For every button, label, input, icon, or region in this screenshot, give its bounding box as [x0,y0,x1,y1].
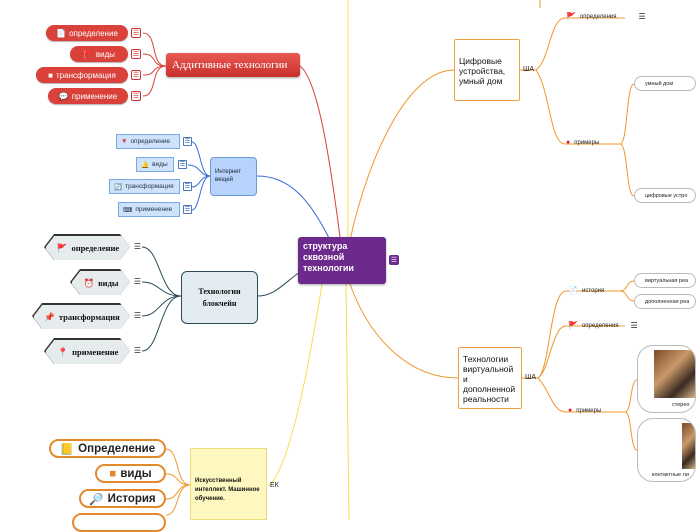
menu-icon[interactable]: ☰ [133,311,142,320]
vr-examples[interactable]: ● примеры [568,407,602,414]
iot-item-application[interactable]: ⌨ применение [118,202,180,217]
connection-lines [141,0,638,520]
vr-history[interactable]: 📄 история [568,286,605,295]
vr-definition[interactable]: 🚩 определения ☰ [568,321,638,330]
vr-history-virtual[interactable]: виртуальная реа [634,273,696,288]
bell-icon: 🔔 [141,161,150,169]
vr-example-card-2[interactable]: контактные ли [637,418,696,482]
blockchain-item-transformation[interactable]: 📌 трансформация [32,303,130,329]
iot-topic[interactable]: Интернет вещей [210,157,257,196]
menu-icon[interactable]: ☰ [131,91,141,101]
ai-item-history[interactable]: 🔎 История [79,489,166,508]
example-photo [682,423,695,469]
ai-tag: ЕК [270,482,279,489]
ai-item-definition[interactable]: 📒 Определение [49,439,166,458]
menu-icon[interactable]: ☰ [131,49,141,59]
additive-topic[interactable]: Аддитивные технологии [166,53,300,77]
menu-icon[interactable]: ☰ [389,255,399,265]
flag-icon: 🚩 [568,321,578,330]
menu-icon[interactable]: ☰ [133,346,142,355]
keyboard-icon: ⌨ [123,206,133,214]
menu-icon[interactable]: ☰ [183,205,192,214]
menu-icon[interactable]: ☰ [183,137,192,146]
iot-item-definition[interactable]: ▼ определение [116,134,180,149]
menu-icon[interactable]: ☰ [638,12,646,21]
digital-topic[interactable]: Цифровые устройства, умный дом [454,39,520,101]
flag-icon: 🚩 [566,12,576,21]
blockchain-item-application[interactable]: 📍 применение [44,338,130,364]
ai-item-types[interactable]: ■ виды [95,464,166,483]
blockchain-item-definition[interactable]: 🚩 определение [44,234,130,260]
speech-bubble-icon: 💬 [58,91,69,101]
document-icon: 📄 [56,28,67,38]
pin-icon: 📌 [44,311,55,322]
additive-item-definition[interactable]: 📄 определение [46,25,128,41]
additive-item-types[interactable]: 🚩 виды [70,46,128,62]
ai-topic[interactable]: Искусственный интеллект. Машинное обучен… [190,448,267,520]
blockchain-topic[interactable]: Технологии блокчейн [181,271,258,324]
vr-topic[interactable]: Технологии виртуальной и дополненной реа… [458,347,522,409]
menu-icon[interactable]: ☰ [133,277,142,286]
vr-history-augmented[interactable]: дополненная реа [634,294,696,309]
digital-examples[interactable]: ● примеры [566,139,600,146]
menu-icon[interactable]: ☰ [131,28,141,38]
blockchain-item-types[interactable]: ⏰ виды [70,269,130,295]
iot-item-transformation[interactable]: 🔄 трансформация [109,179,180,194]
menu-icon[interactable]: ☰ [183,182,192,191]
pin-icon: 📍 [57,346,69,357]
menu-icon[interactable]: ☰ [630,321,638,330]
digital-definition[interactable]: 🚩 определения ☰ [566,12,646,21]
clock-icon: ⏰ [83,277,95,288]
square-icon: ■ [109,467,117,480]
pin-icon: ● [566,139,571,146]
vr-tag: ША [525,374,537,381]
pin-icon: ● [568,407,573,414]
iot-item-types[interactable]: 🔔 виды [136,157,174,172]
vr-example-card-1[interactable]: стерео [637,345,696,413]
square-icon: ■ [48,70,54,80]
menu-icon[interactable]: ☰ [131,70,141,80]
triangle-down-icon: ▼ [121,138,128,145]
example-photo [654,350,695,398]
menu-icon[interactable]: ☰ [133,242,142,251]
central-topic[interactable]: структура сквозной технологии [298,237,386,284]
additive-item-transformation[interactable]: ■ трансформация [36,67,128,83]
refresh-icon: 🔄 [114,183,123,191]
digital-example-smart-home[interactable]: умный дом [634,76,696,91]
flag-icon: 🚩 [82,49,93,59]
search-icon: 🔎 [89,493,104,506]
digital-example-devices[interactable]: цифровые устро [634,188,696,203]
ai-item-more[interactable] [72,513,166,532]
additive-item-application[interactable]: 💬 применение [48,88,128,104]
note-icon: 📒 [59,443,75,456]
document-icon: 📄 [568,286,578,295]
flag-icon: 🚩 [56,242,68,253]
menu-icon[interactable]: ☰ [178,160,187,169]
digital-tag: ША [523,66,535,73]
